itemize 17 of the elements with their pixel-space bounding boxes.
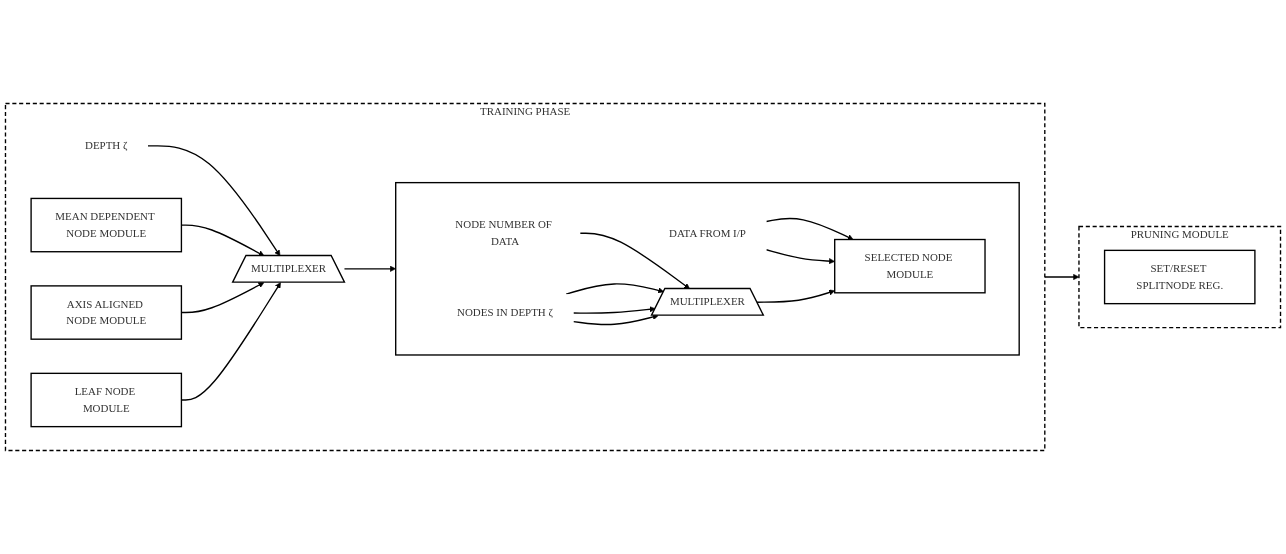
arrow	[765, 249, 835, 265]
node-box: LEAF NODE MODULE	[30, 372, 183, 428]
node-box: SET/RESET SPLITNODE REG.	[1103, 249, 1256, 305]
arrow	[572, 306, 656, 314]
arrow	[572, 313, 659, 326]
arrow	[756, 289, 835, 303]
arrow	[565, 283, 665, 295]
node-text: DEPTH ζ	[85, 139, 128, 152]
node-box: AXIS ALIGNED NODE MODULE	[30, 285, 183, 340]
arrow	[343, 265, 396, 272]
node-text: DATA FROM I/P	[669, 227, 746, 239]
node-box: SELECTED NODE MODULE	[834, 238, 986, 294]
arrow	[765, 217, 854, 240]
cluster	[395, 181, 1020, 356]
node-text: NODES IN DEPTH ζ	[457, 306, 553, 319]
node-box: MEAN DEPENDENT NODE MODULE	[30, 197, 183, 253]
node-text: NODE NUMBER OF DATA	[455, 218, 552, 247]
